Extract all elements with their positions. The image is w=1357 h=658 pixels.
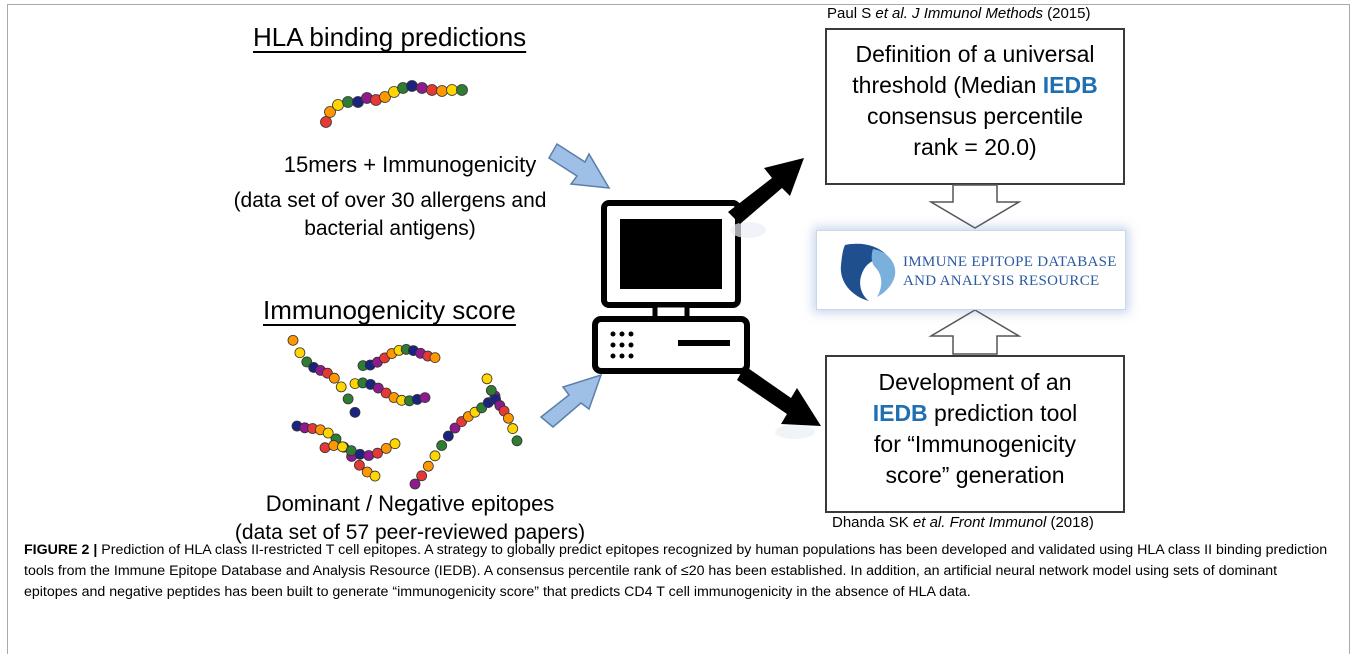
- bead: [319, 442, 331, 454]
- threshold-line2: threshold (Median IEDB: [852, 72, 1098, 98]
- tool-line1: Development of an: [878, 369, 1072, 395]
- ref-bottom-year: (2018): [1046, 514, 1094, 531]
- long-peptide-chains-icon: [287, 334, 523, 490]
- bead: [324, 106, 336, 118]
- bead: [372, 447, 383, 459]
- reference-top: Paul S et al. J Immunol Methods (2015): [827, 5, 1090, 22]
- iedb-logo-icon: [840, 243, 896, 301]
- bead: [379, 91, 391, 103]
- tool-line3: for “Immunogenicity: [874, 431, 1076, 457]
- computer-icon: [592, 200, 750, 374]
- bead: [416, 82, 428, 94]
- bead: [380, 443, 392, 454]
- immunogenicity-heading: Immunogenicity score: [263, 295, 516, 325]
- bead: [485, 385, 497, 396]
- bead: [369, 470, 381, 482]
- bead: [342, 96, 354, 108]
- ref-bottom-authors: Dhanda SK: [832, 514, 913, 531]
- hollow-arrow-up: [928, 309, 1022, 355]
- bead: [436, 85, 448, 97]
- bead: [372, 382, 384, 394]
- ref-top-journal: et al. J Immunol Methods: [875, 5, 1043, 22]
- bead: [322, 427, 334, 439]
- iedb-highlight: IEDB: [1042, 72, 1098, 98]
- bead: [456, 84, 468, 96]
- threshold-line3: consensus percentile: [866, 103, 1084, 129]
- threshold-line1: Definition of a universal: [855, 41, 1095, 67]
- bead: [442, 430, 454, 442]
- bead: [342, 393, 354, 405]
- bead: [449, 422, 461, 434]
- ref-top-year: (2015): [1042, 5, 1091, 22]
- bead: [416, 470, 428, 482]
- figure-frame: [7, 4, 1350, 654]
- bead: [349, 406, 361, 418]
- hla-subtitle: 15mers + Immunogenicity: [283, 152, 537, 177]
- reference-bottom: Dhanda SK et al. Front Immunol (2018): [832, 514, 1094, 531]
- bead: [287, 334, 299, 346]
- bead: [446, 84, 458, 96]
- bead: [481, 373, 493, 385]
- arrow-into-computer-bottom: [539, 373, 603, 428]
- threshold-line4: rank = 20.0): [913, 134, 1037, 160]
- iedb-highlight-2: IEDB: [872, 400, 928, 426]
- ref-bottom-journal: et al. Front Immunol: [912, 514, 1047, 531]
- arrow-into-computer-top: [547, 142, 611, 189]
- immunogenicity-subtitle: Dominant / Negative epitopes: [265, 491, 555, 516]
- bead: [406, 80, 418, 92]
- tool-line4: score” generation: [885, 462, 1065, 488]
- iedb-logo-text: IMMUNE EPITOPE DATABASE AND ANALYSIS RES…: [903, 253, 1117, 291]
- short-peptide-chain-icon: [320, 80, 468, 128]
- bead: [409, 478, 421, 490]
- bead: [335, 381, 347, 393]
- caption-label: FIGURE 2 |: [24, 542, 102, 558]
- bead: [429, 450, 441, 462]
- tool-box: Development of an IEDB prediction tool f…: [825, 355, 1125, 513]
- immunogenicity-desc: (data set of 57 peer-reviewed papers): [234, 521, 586, 544]
- iedb-logo: IMMUNE EPITOPE DATABASE AND ANALYSIS RES…: [816, 230, 1126, 310]
- hla-desc-line2: bacterial antigens): [304, 217, 476, 240]
- threshold-box: Definition of a universal threshold (Med…: [825, 28, 1125, 185]
- bead: [354, 459, 365, 471]
- bead: [422, 460, 434, 472]
- bead: [436, 440, 448, 451]
- figure-caption: FIGURE 2 | Prediction of HLA class II-re…: [24, 540, 1334, 603]
- bead: [429, 352, 441, 363]
- bead: [320, 116, 332, 128]
- iedb-logo-line2: AND ANALYSIS RESOURCE: [903, 273, 1100, 289]
- bead: [294, 347, 306, 359]
- bead: [419, 392, 431, 404]
- ref-top-authors: Paul S: [827, 5, 876, 22]
- caption-text: Prediction of HLA class II-restricted T …: [24, 542, 1328, 600]
- bead: [328, 372, 340, 384]
- arrow-to-tool: [737, 366, 821, 439]
- iedb-logo-line1: IMMUNE EPITOPE DATABASE: [903, 254, 1117, 270]
- hollow-arrow-down: [928, 184, 1022, 229]
- bead: [503, 412, 514, 424]
- bead: [389, 438, 401, 450]
- hla-heading: HLA binding predictions: [253, 22, 527, 52]
- bead: [426, 84, 438, 96]
- hla-desc-line1: (data set of over 30 allergens and: [233, 189, 547, 212]
- bead: [328, 440, 340, 451]
- tool-line2: IEDB prediction tool: [872, 400, 1078, 426]
- bead: [332, 99, 344, 111]
- bead: [507, 423, 519, 434]
- arrow-to-threshold: [728, 158, 804, 238]
- bead: [511, 435, 523, 447]
